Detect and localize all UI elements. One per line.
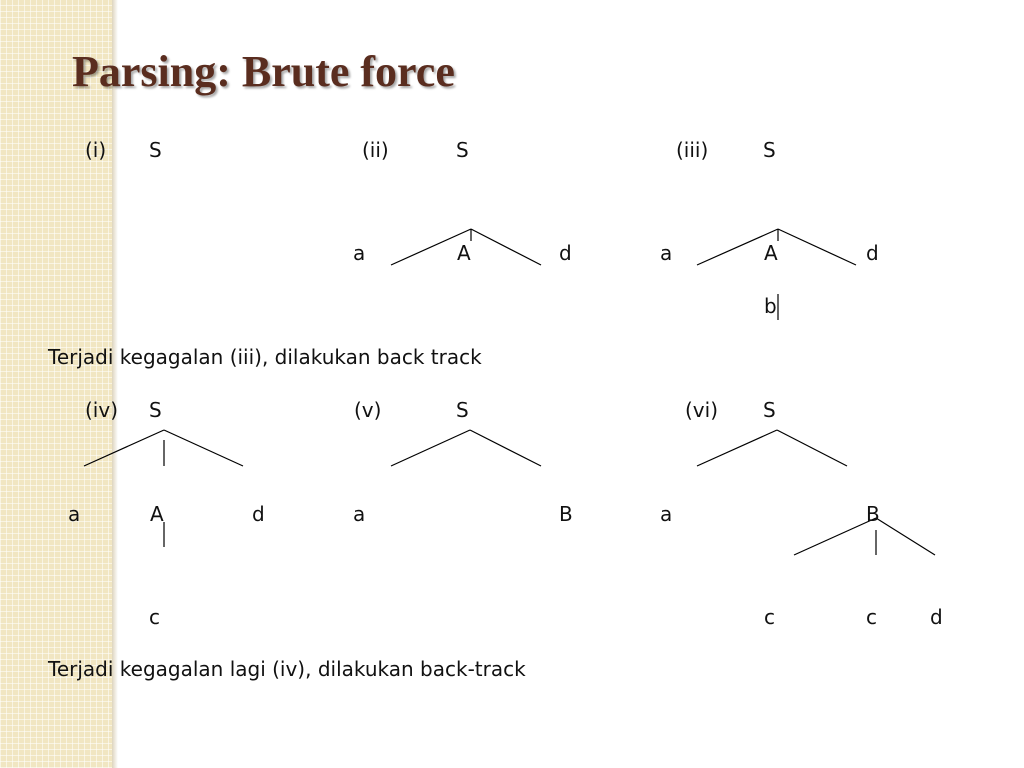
tree-ii-node-d: d bbox=[559, 241, 572, 265]
tree-ii-node-A: A bbox=[457, 241, 471, 265]
tree-iv-node-d: d bbox=[252, 502, 265, 526]
tree-v-label: (v) bbox=[354, 398, 382, 422]
edge-vi-B-d bbox=[875, 517, 936, 556]
edge-vi-B-c1 bbox=[793, 517, 877, 556]
tree-ii-label: (ii) bbox=[362, 138, 389, 162]
edge-vi-s-B bbox=[776, 429, 848, 467]
caption-backtrack-2: Terjadi kegagalan lagi (iv), dilakukan b… bbox=[48, 657, 526, 681]
side-strip-shadow bbox=[112, 0, 118, 768]
slide-title: Parsing: Brute force bbox=[72, 47, 455, 96]
tree-v-node-B: B bbox=[559, 502, 573, 526]
edge-vi-s-a bbox=[696, 429, 778, 467]
caption-backtrack-1: Terjadi kegagalan (iii), dilakukan back … bbox=[48, 345, 482, 369]
tree-vi-node-B: B bbox=[866, 502, 880, 526]
tree-i-label: (i) bbox=[85, 138, 107, 162]
tree-iv-label: (iv) bbox=[85, 398, 118, 422]
tree-ii-node-a: a bbox=[353, 241, 366, 265]
tree-iv-node-A: A bbox=[150, 502, 164, 526]
edge-iii-s-a bbox=[696, 228, 779, 266]
edge-v-s-B bbox=[469, 429, 542, 467]
tree-vi-node-a: a bbox=[660, 502, 673, 526]
tree-iv-root-S: S bbox=[149, 398, 162, 422]
tree-iii-node-a: a bbox=[660, 241, 673, 265]
edge-v-s-a bbox=[390, 429, 471, 467]
tree-i-root-S: S bbox=[149, 138, 162, 162]
decorative-side-strip bbox=[0, 0, 112, 768]
tree-iii-node-b: b bbox=[764, 294, 777, 318]
edge-iii-s-d bbox=[777, 228, 857, 266]
tree-vi-root-S: S bbox=[763, 398, 776, 422]
edge-ii-s-d bbox=[470, 228, 542, 266]
tree-iii-root-S: S bbox=[763, 138, 776, 162]
tree-iii-node-A: A bbox=[764, 241, 778, 265]
tree-iv-node-c: c bbox=[149, 605, 160, 629]
tree-v-root-S: S bbox=[456, 398, 469, 422]
tree-ii-root-S: S bbox=[456, 138, 469, 162]
tree-iii-label: (iii) bbox=[676, 138, 709, 162]
tree-vi-label: (vi) bbox=[685, 398, 718, 422]
tree-iv-node-a: a bbox=[68, 502, 81, 526]
edge-ii-s-a bbox=[390, 228, 472, 266]
edge-iv-s-d bbox=[163, 429, 244, 467]
tree-vi-node-c1: c bbox=[764, 605, 775, 629]
tree-iii-node-d: d bbox=[866, 241, 879, 265]
edge-iv-s-a bbox=[83, 429, 165, 467]
tree-vi-node-d: d bbox=[930, 605, 943, 629]
tree-v-node-a: a bbox=[353, 502, 366, 526]
tree-vi-node-c2: c bbox=[866, 605, 877, 629]
